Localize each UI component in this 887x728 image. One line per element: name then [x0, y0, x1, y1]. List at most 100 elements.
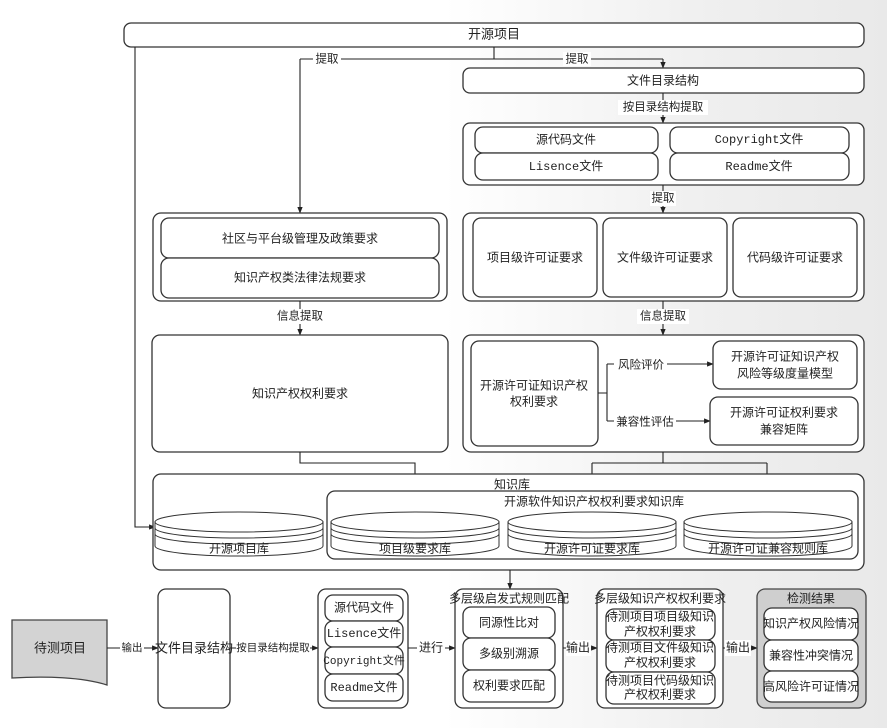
pipeline-source-code-file: 源代码文件	[334, 600, 394, 615]
compat-rule-db-label: 开源许可证兼容规则库	[708, 541, 828, 556]
project-db-label: 开源项目库	[209, 541, 269, 556]
file-item	[474, 152, 659, 181]
pipeline-file-structure-node: 文件目录结构	[155, 588, 233, 709]
file-license-label: 文件级许可证要求	[617, 250, 713, 265]
pipeline-file-item	[324, 673, 404, 702]
pipeline-readme-file: Readme文件	[330, 679, 397, 695]
info-extract-right-label: 信息提取	[640, 309, 686, 323]
output-label-1: 输出	[122, 641, 143, 654]
code-license-label: 代码级许可证要求	[747, 251, 843, 265]
matching-item	[462, 669, 556, 703]
project-rights-line2: 产权权利要求	[624, 625, 696, 639]
project-db: 开源项目库	[154, 511, 324, 557]
pipeline-file-structure-label: 文件目录结构	[155, 642, 233, 657]
db-top	[507, 511, 677, 533]
license-file-label: Lisence文件	[529, 158, 603, 174]
compat-rule-db: 开源许可证兼容规则库	[683, 511, 853, 557]
code-rights-line2: 产权权利要求	[624, 688, 696, 702]
files-group: 源代码文件 Copyright文件 Lisence文件 Readme文件	[462, 122, 865, 186]
license-level-item	[472, 217, 598, 298]
db-layer	[683, 533, 853, 545]
file-item	[669, 152, 850, 181]
extract-label-left: 提取	[316, 52, 339, 66]
ip-rights-label: 知识产权权利要求	[252, 387, 348, 401]
extract-label-right: 提取	[566, 52, 589, 66]
license-ip-rights-node	[470, 340, 599, 447]
file-rights-line2: 产权权利要求	[624, 656, 696, 670]
policy-group: 社区与平台级管理及政策要求 知识产权类法律法规要求	[152, 212, 448, 302]
project-license-label: 项目级许可证要求	[487, 251, 583, 265]
db-top	[330, 511, 500, 533]
risk-model-line2: 风险等级度量模型	[737, 366, 833, 381]
results-group: 检测结果 知识产权风险情况 兼容性冲突情况 高风险许可证情况	[756, 588, 867, 709]
matching-group: 多层级启发式规则匹配 同源性比对 多级别溯源 权利要求匹配	[449, 588, 569, 709]
file-structure-label: 文件目录结构	[627, 73, 699, 88]
readme-file-label: Readme文件	[725, 158, 792, 174]
ip-law-label: 知识产权类法律法规要求	[234, 270, 366, 285]
compat-conflict-result: 兼容性冲突情况	[769, 648, 853, 663]
output-label-2: 输出	[566, 640, 590, 655]
open-source-project-label: 开源项目	[468, 28, 520, 43]
db-top	[683, 511, 853, 533]
multi-level-rights-group: 多层级知识产权权利要求 待测项目项目级知识 产权权利要求 待测项目文件级知识 产…	[594, 588, 726, 709]
db-layer	[154, 527, 324, 539]
info-extract-left-label: 信息提取	[277, 309, 323, 323]
results-title: 检测结果	[787, 591, 835, 606]
platform-policy-label: 社区与平台级管理及政策要求	[222, 231, 378, 246]
pipeline-copyright-file: Copyright文件	[323, 653, 404, 668]
db-layer	[507, 527, 677, 539]
ip-rights-node: 知识产权权利要求	[151, 334, 449, 453]
copyright-file-label: Copyright文件	[715, 131, 804, 147]
split-connector	[300, 47, 663, 60]
risk-model-line1: 开源许可证知识产权	[731, 350, 839, 364]
compat-matrix-node	[709, 396, 859, 446]
rights-match-label: 权利要求匹配	[473, 679, 545, 693]
file-rights-line1: 待测项目文件级知识	[606, 640, 714, 655]
extract-label: 提取	[652, 191, 675, 205]
pipeline-files-group: 源代码文件 Lisence文件 Copyright文件 Readme文件	[317, 588, 409, 709]
pipeline-license-file: Lisence文件	[327, 625, 401, 641]
db-layer	[154, 533, 324, 545]
source-code-file-label: 源代码文件	[536, 132, 596, 147]
license-ip-rights-line1: 开源许可证知识产权	[480, 379, 588, 393]
output-label-3: 输出	[726, 640, 750, 655]
input-project-label: 待测项目	[34, 642, 86, 657]
compat-eval-label: 兼容性评估	[616, 415, 674, 429]
compat-matrix-line1: 开源许可证权利要求	[730, 406, 838, 420]
file-structure-node: 文件目录结构	[462, 67, 865, 94]
high-risk-license-result: 高风险许可证情况	[763, 679, 859, 694]
policy-item	[160, 257, 440, 299]
multi-level-trace-label: 多级别溯源	[479, 646, 539, 661]
db-layer	[330, 533, 500, 545]
input-project-node: 待测项目	[11, 619, 108, 686]
knowledge-base: 知识库 开源软件知识产权权利要求知识库 开源项目库项目级要求库开源许可证要求库开…	[152, 473, 865, 571]
code-rights-line1: 待测项目代码级知识	[606, 674, 714, 688]
project-req-db-label: 项目级要求库	[379, 541, 451, 556]
ip-risk-result: 知识产权风险情况	[763, 616, 859, 631]
risk-eval-label: 风险评价	[618, 358, 664, 372]
license-level-item	[732, 217, 858, 298]
license-level-item	[602, 217, 728, 298]
open-source-project-node: 开源项目	[123, 22, 865, 48]
db-top	[154, 511, 324, 533]
knowledge-base-label: 知识库	[494, 477, 530, 492]
evaluation-branch	[598, 363, 614, 422]
license-ip-rights-line2: 权利要求	[510, 395, 558, 409]
risk-model-node	[712, 340, 858, 390]
project-req-db: 项目级要求库	[330, 511, 500, 557]
matching-title: 多层级启发式规则匹配	[449, 591, 569, 606]
license-evaluation-group: 开源许可证知识产权 权利要求 风险评价 兼容性评估 开源许可证知识产权 风险等级…	[462, 334, 865, 453]
split-to-license-dbs	[592, 452, 767, 464]
pipeline-extract-by-dir-label: 按目录结构提取	[236, 641, 310, 654]
arrow-to-project-db	[134, 47, 156, 530]
result-item	[763, 670, 859, 703]
multi-level-rights-title: 多层级知识产权权利要求	[594, 592, 726, 606]
extract-by-dir-label: 按目录结构提取	[623, 100, 704, 114]
license-req-db: 开源许可证要求库	[507, 511, 677, 557]
db-layer	[507, 533, 677, 545]
license-levels-group: 项目级许可证要求 文件级许可证要求 代码级许可证要求	[462, 212, 865, 302]
proceed-label: 进行	[419, 641, 443, 655]
project-rights-line1: 待测项目项目级知识	[606, 610, 714, 624]
compat-matrix-line2: 兼容矩阵	[760, 422, 808, 437]
